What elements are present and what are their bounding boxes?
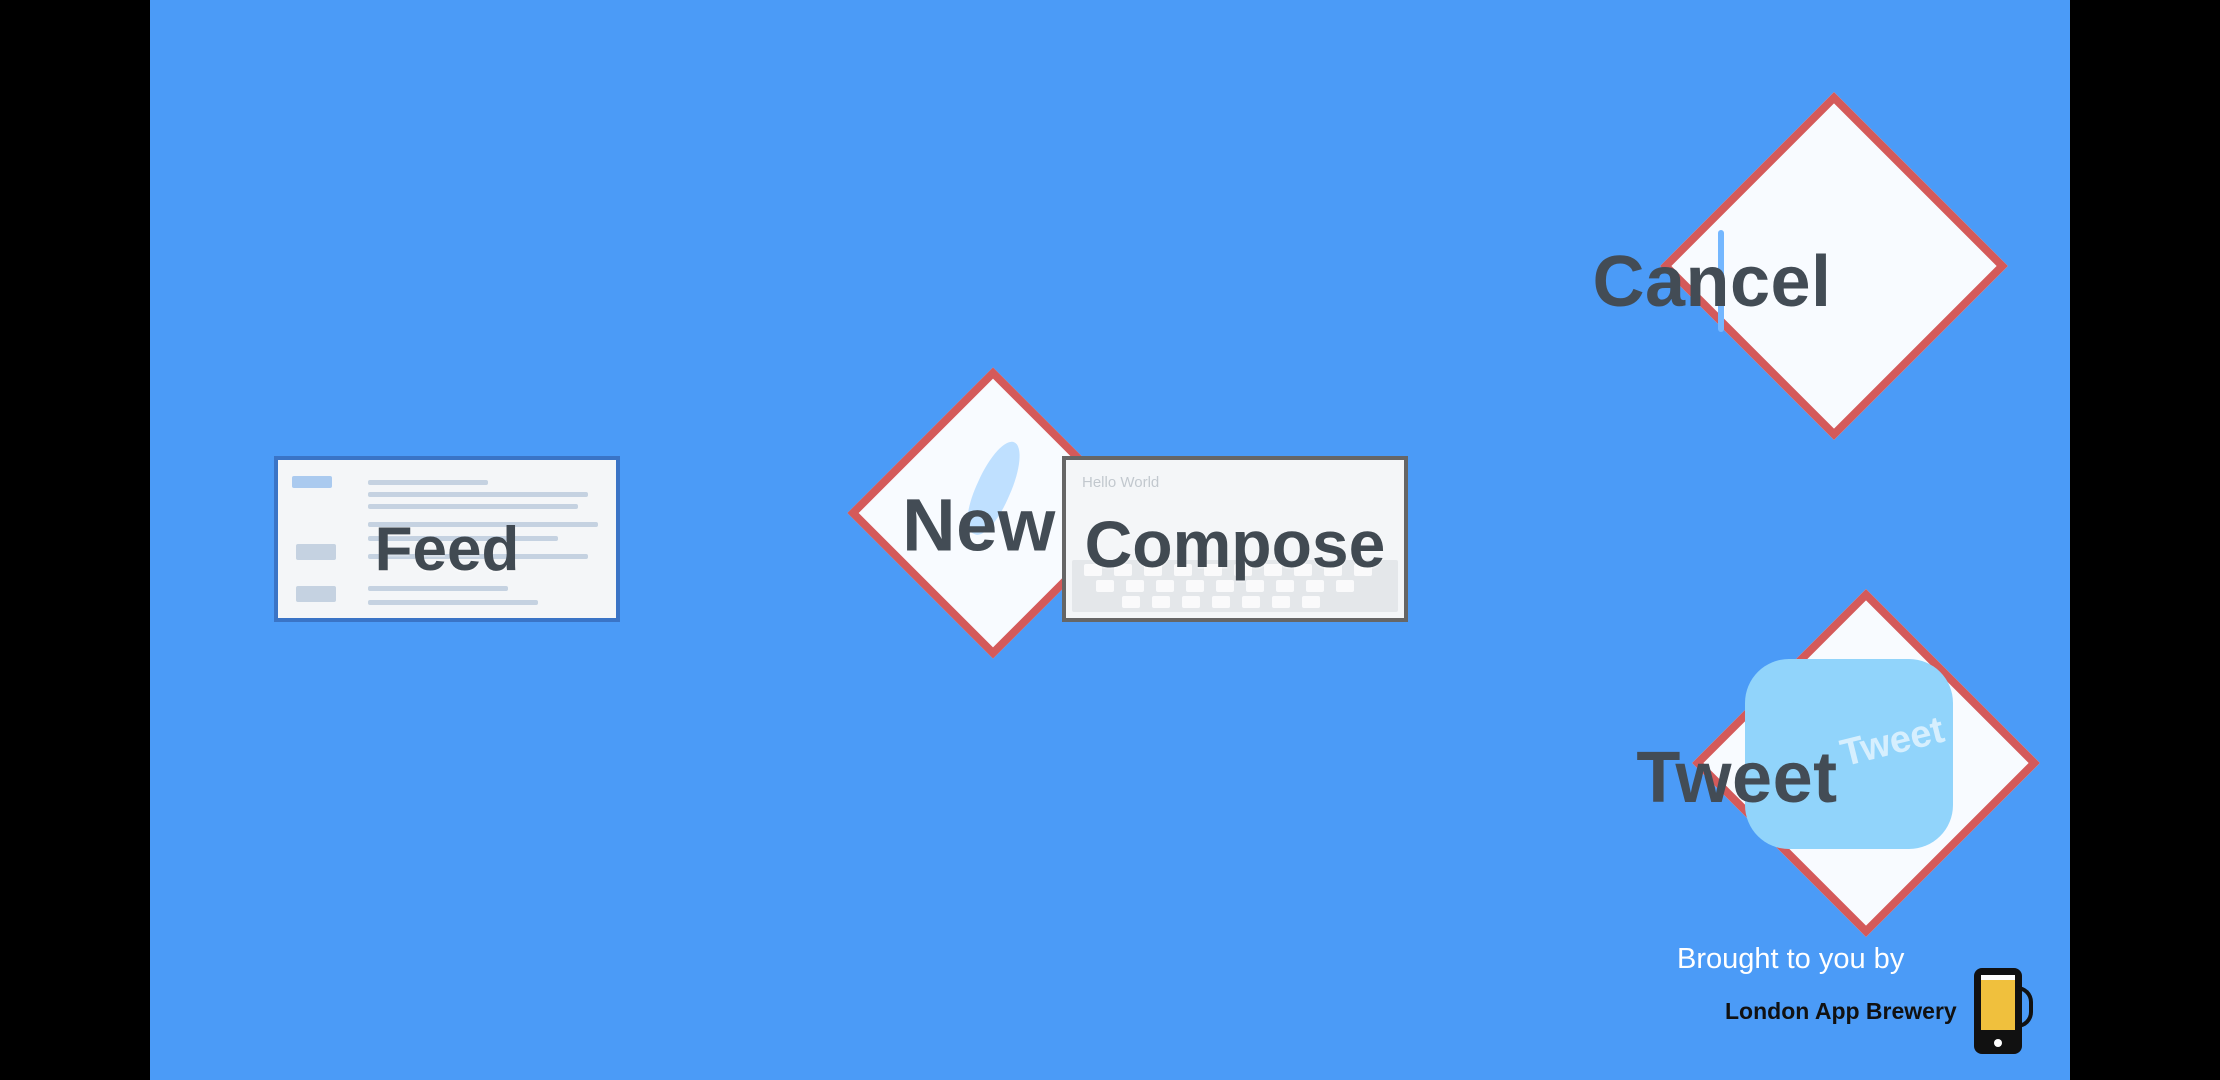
brand-name: London App Brewery [1725,998,1957,1024]
feed-node[interactable]: Feed [274,456,620,622]
feed-screenshot-thumbnail [278,460,616,618]
tweet-label: Tweet [1636,738,1838,818]
text-cursor-icon [1718,230,1724,332]
feed-label: Feed [374,515,520,584]
compose-node[interactable]: Hello World Compose [1062,456,1408,622]
london-app-brewery-logo-icon [1974,968,2033,1054]
keyboard-thumbnail [1072,560,1398,612]
tweet-badge-word: Tweet [1836,708,1949,776]
new-label: New [902,483,1056,567]
credit-line: Brought to you by [1677,943,1905,975]
flow-diagram-stage: Feed New Hello World Compose Cancel Twee… [150,0,2070,1080]
cancel-label: Cancel [1592,242,1832,322]
compose-placeholder-text: Hello World [1082,474,1160,491]
compose-label: Compose [1084,507,1386,581]
compose-screenshot-thumbnail: Hello World [1066,460,1404,618]
tweet-button-icon: Tweet [1745,659,1953,849]
